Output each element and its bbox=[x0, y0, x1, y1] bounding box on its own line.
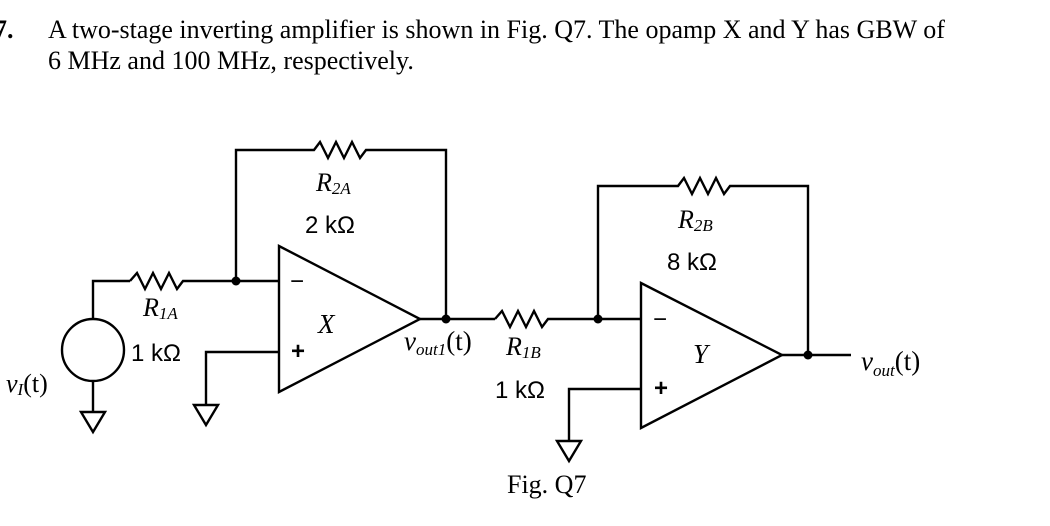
resistor-r2b-feedback-loop bbox=[596, 175, 810, 355]
vout1-label: vout1(t) bbox=[404, 326, 472, 359]
figure-caption: Fig. Q7 bbox=[507, 470, 586, 499]
resistor-r1a-zigzag bbox=[129, 270, 236, 292]
resistor-r1b-zigzag bbox=[494, 308, 598, 330]
ground-icon bbox=[191, 403, 221, 428]
opamp-y: − + Y bbox=[639, 281, 785, 430]
resistor-r1a-value: 1 kΩ bbox=[131, 340, 181, 367]
vout-label: vout(t) bbox=[861, 346, 920, 380]
voltage-source: vI(t) bbox=[6, 279, 130, 435]
wire-source-to-r1a bbox=[91, 279, 130, 319]
opamp-x: − + X bbox=[277, 244, 423, 394]
opamp-x-minus-sign: − bbox=[290, 268, 304, 295]
opamp-x-label: X bbox=[317, 309, 336, 339]
ground-icon bbox=[78, 410, 108, 435]
wire-y-plus-to-ground bbox=[567, 387, 641, 441]
resistor-r2a-name: R2A bbox=[315, 168, 351, 198]
resistor-r2b-value: 8 kΩ bbox=[667, 249, 717, 276]
resistor-r1b: R1B 1 kΩ bbox=[494, 308, 598, 404]
opamp-y-triangle bbox=[639, 281, 785, 430]
resistor-r1a: R1A 1 kΩ bbox=[129, 270, 236, 367]
resistor-r1b-name: R1B bbox=[505, 332, 541, 362]
problem-number: 7. bbox=[0, 15, 14, 44]
resistor-r2a: R2A 2 kΩ bbox=[234, 139, 448, 318]
problem-text-line-2: 6 MHz and 100 MHz, respectively. bbox=[48, 46, 414, 75]
resistor-r1b-value: 1 kΩ bbox=[495, 377, 545, 404]
wire-x-plus-to-ground bbox=[204, 350, 278, 405]
opamp-y-minus-sign: − bbox=[653, 306, 667, 333]
opamp-y-label: Y bbox=[693, 339, 711, 369]
ground-icon bbox=[554, 439, 584, 464]
opamp-y-plus-sign: + bbox=[654, 375, 668, 402]
resistor-r1a-name: R1A bbox=[142, 293, 178, 323]
resistor-r2b-name: R2B bbox=[677, 205, 713, 235]
node-dot bbox=[803, 350, 813, 360]
source-label: vI(t) bbox=[6, 369, 48, 399]
voltage-source-circle bbox=[60, 317, 126, 383]
problem-text-line-1: A two-stage inverting amplifier is shown… bbox=[48, 15, 945, 44]
node-dot bbox=[441, 314, 451, 324]
opamp-x-plus-sign: + bbox=[291, 338, 305, 365]
resistor-r2a-feedback-loop bbox=[234, 139, 448, 318]
resistor-r2a-value: 2 kΩ bbox=[305, 212, 355, 239]
opamp-x-triangle bbox=[277, 244, 423, 394]
resistor-r2b: R2B 8 kΩ bbox=[596, 175, 810, 355]
